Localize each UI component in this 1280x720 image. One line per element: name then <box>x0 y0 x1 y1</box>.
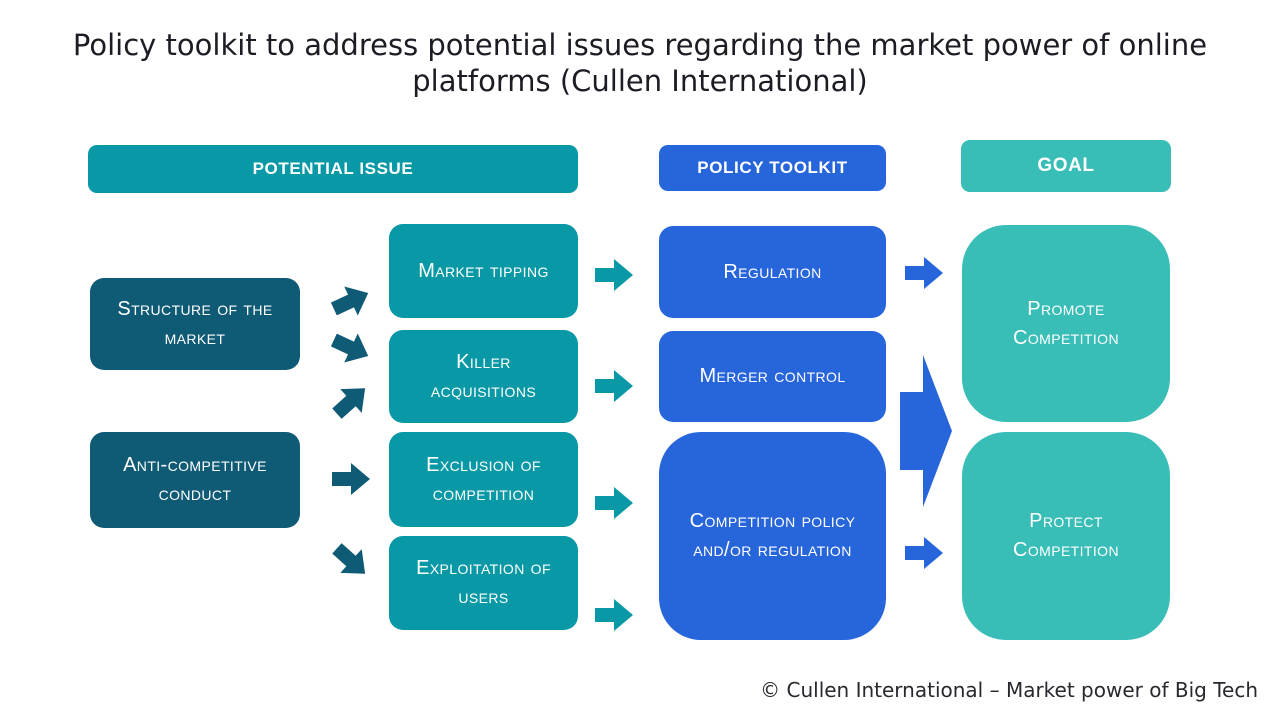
goal-protect-competition: Protect Competition <box>962 432 1170 640</box>
arrow-anticompetitive-to-exclusion-icon <box>332 463 370 495</box>
arrow-market-tipping-to-regulation-icon <box>595 259 633 291</box>
toolkit-competition-policy-label: Competition policy and/or regulation <box>689 510 856 561</box>
goal-promote-label: Promote Competition <box>1013 297 1119 349</box>
arrow-structure-to-market-tipping-icon <box>327 278 375 323</box>
arrow-structure-to-killer-acquisitions-icon <box>327 325 375 370</box>
arrow-anticompetitive-to-exploitation-icon <box>326 536 376 585</box>
issue-anti-competitive-label: Anti-competitive conduct <box>123 454 267 505</box>
issue-market-tipping: Market tipping <box>389 224 578 318</box>
issue-structure-label: Structure of the market <box>117 298 273 349</box>
issue-exclusion-label: Exclusion of competition <box>426 453 541 505</box>
goal-promote-competition: Promote Competition <box>962 225 1170 422</box>
toolkit-merger-control-label: Merger control <box>699 365 846 387</box>
copyright-footer: © Cullen International – Market power of… <box>760 678 1258 702</box>
page-title: Policy toolkit to address potential issu… <box>72 28 1208 99</box>
arrow-anticompetitive-to-killer-acquisitions-icon <box>326 376 376 425</box>
goal-protect-label: Protect Competition <box>1013 510 1119 561</box>
arrow-exploitation-to-competition-policy-icon <box>595 599 633 631</box>
issue-market-tipping-label: Market tipping <box>418 259 549 282</box>
issue-exploitation-label: Exploitation of users <box>416 557 551 608</box>
header-goal-label: GOAL <box>1037 155 1095 176</box>
arrow-toolkit-to-goals-big-icon <box>900 355 952 507</box>
issue-exploitation-of-users: Exploitation of users <box>389 536 578 630</box>
header-policy-toolkit-label: POLICY TOOLKIT <box>697 158 848 177</box>
issue-killer-acquisitions-label: Killer acquisitions <box>430 350 537 402</box>
toolkit-competition-policy: Competition policy and/or regulation <box>659 432 886 640</box>
header-potential-issue-label: POTENTIAL ISSUE <box>252 159 414 178</box>
header-goal: GOAL <box>961 140 1171 192</box>
arrow-regulation-to-promote-icon <box>905 257 943 289</box>
header-policy-toolkit: POLICY TOOLKIT <box>659 145 886 191</box>
toolkit-merger-control: Merger control <box>659 331 886 422</box>
arrow-exclusion-to-competition-policy-icon <box>595 487 633 519</box>
arrow-killer-to-merger-control-icon <box>595 370 633 402</box>
toolkit-regulation-label: Regulation <box>723 260 822 283</box>
toolkit-regulation: Regulation <box>659 226 886 318</box>
arrow-competition-policy-to-protect-icon <box>905 537 943 569</box>
issue-structure-of-the-market: Structure of the market <box>90 278 300 370</box>
issue-exclusion-of-competition: Exclusion of competition <box>389 432 578 527</box>
issue-anti-competitive-conduct: Anti-competitive conduct <box>90 432 300 528</box>
header-potential-issue: POTENTIAL ISSUE <box>88 145 578 193</box>
issue-killer-acquisitions: Killer acquisitions <box>389 330 578 423</box>
